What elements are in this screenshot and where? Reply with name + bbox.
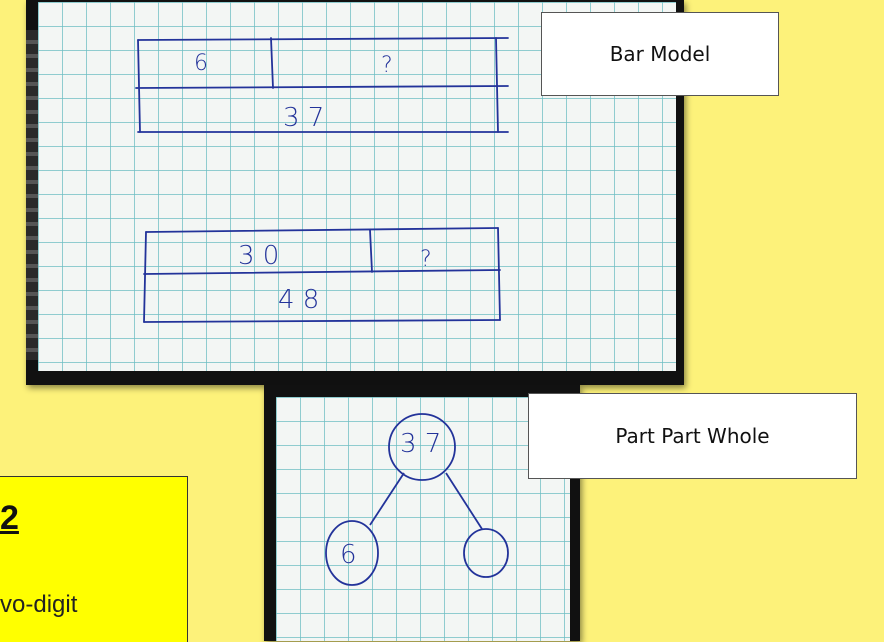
bar2-right-line xyxy=(498,228,500,320)
lesson-number: 2 xyxy=(0,499,19,538)
part-b-circle xyxy=(464,529,508,577)
part-part-whole-label-text: Part Part Whole xyxy=(615,424,769,448)
bar-model-label-text: Bar Model xyxy=(610,42,711,66)
bar1-divider xyxy=(271,38,273,88)
bar1-part-b: ? xyxy=(381,53,393,78)
bar2-top-line xyxy=(146,228,498,232)
bar2-left-line xyxy=(144,232,146,322)
lesson-description: vo-digit xyxy=(0,591,77,619)
grid-paper: 3 7 6 xyxy=(276,397,570,641)
bar1-middle-line xyxy=(136,86,508,88)
part-part-whole-drawing: 3 7 6 xyxy=(276,397,570,641)
whole-to-part-a-line xyxy=(370,473,404,525)
whole-to-part-b-line xyxy=(446,473,482,529)
bar-model-label: Bar Model xyxy=(541,12,779,96)
bar1-whole: 3 7 xyxy=(283,103,324,133)
bar2-bottom-line xyxy=(144,320,500,322)
bar1-left-line xyxy=(138,40,140,132)
bar1-top-line xyxy=(138,38,508,40)
notebook-spiral xyxy=(26,30,38,360)
bar2-divider xyxy=(370,230,372,272)
bar2-part-a: 3 0 xyxy=(238,241,279,271)
bar2-middle-line xyxy=(144,270,500,274)
bar2-whole: 4 8 xyxy=(278,285,319,315)
ppw-part-a: 6 xyxy=(340,540,357,570)
bar2-part-b: ? xyxy=(420,247,432,272)
part-part-whole-label: Part Part Whole xyxy=(528,393,857,479)
ppw-whole: 3 7 xyxy=(400,429,441,459)
bar1-part-a: 6 xyxy=(194,51,208,76)
bar1-right-line xyxy=(496,38,498,132)
lesson-box: 2 vo-digit xyxy=(0,476,188,642)
